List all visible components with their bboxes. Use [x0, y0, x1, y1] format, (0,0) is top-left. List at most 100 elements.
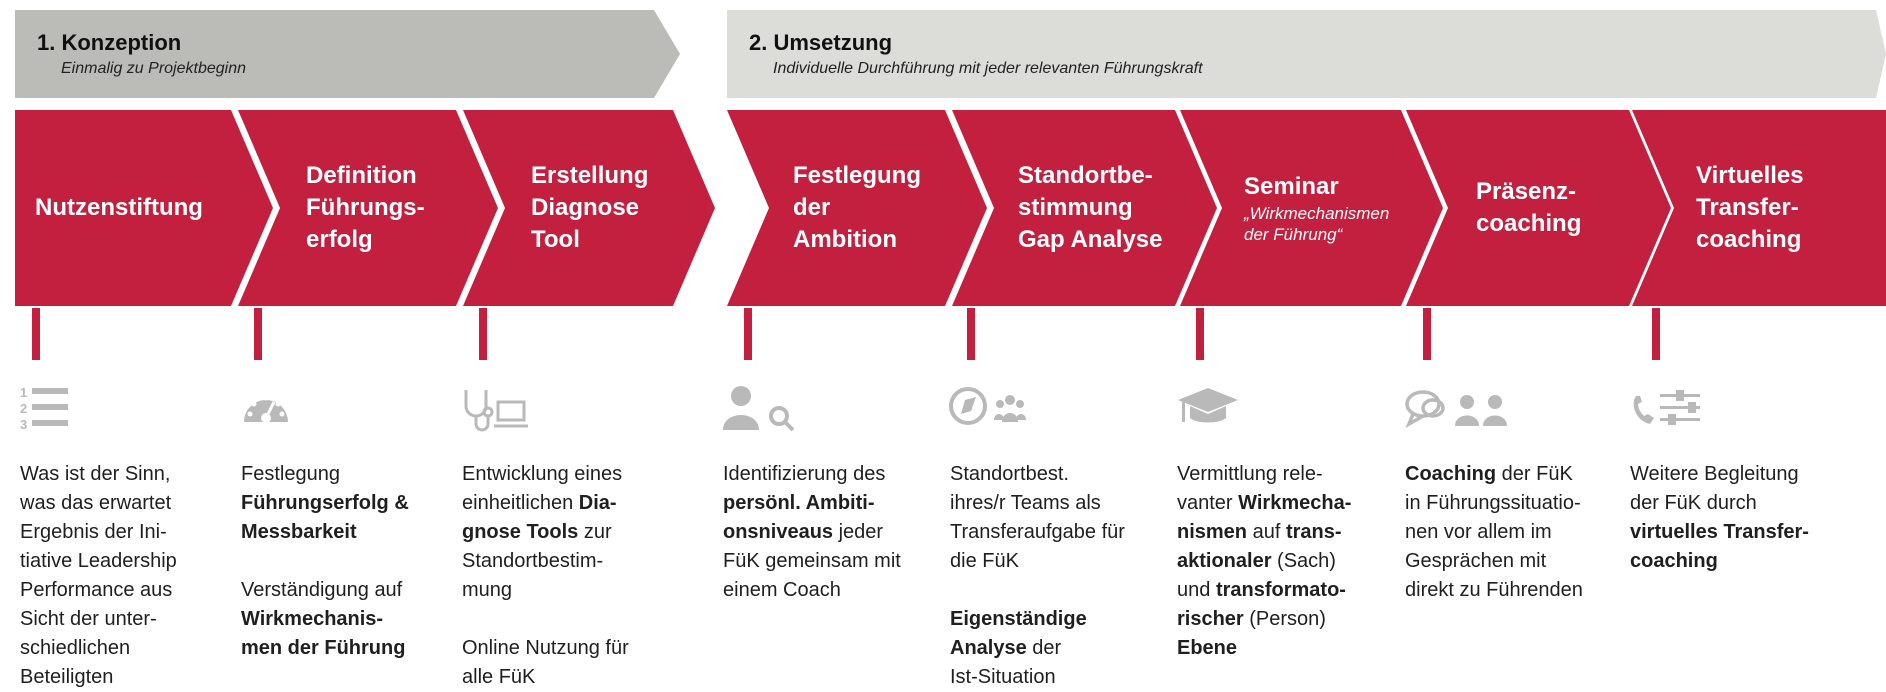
chevron-definition: Definition Führungs- erfolg [238, 110, 498, 306]
description-line: Wirkmechanis- [241, 608, 384, 630]
description-line: onsniveaus jeder [723, 521, 884, 543]
chevron-nutzenstiftung: Nutzenstiftung [15, 110, 273, 306]
svg-text:1: 1 [20, 385, 27, 400]
phone-sliders-icon [1633, 390, 1700, 425]
connector-line [254, 308, 262, 360]
description-line: tiative Leadership [20, 550, 177, 572]
user-search-icon [723, 386, 795, 432]
chevron-label-line: Gap Analyse [1018, 226, 1163, 253]
chevron-label-line: Diagnose [531, 194, 640, 221]
phase-banner-konzeption: 1. Konzeption Einmalig zu Projektbeginn [15, 10, 680, 98]
chevron-label-line: erfolg [306, 226, 373, 253]
description-line: Standortbestim- [462, 550, 604, 572]
chevron-label-line: Führungs- [306, 194, 425, 221]
connector-line [967, 308, 975, 360]
description-line: Ebene [1177, 637, 1238, 659]
description-line: mung [462, 579, 513, 601]
chevron-label: Standortbe- stimmung Gap Analyse [1018, 160, 1163, 256]
description-line: men der Führung [241, 637, 406, 659]
description-line: Weitere Begleitung [1630, 463, 1799, 485]
compass-team-icon [949, 387, 1026, 425]
description-line: schiedlichen [20, 637, 131, 659]
chevron-label-line: Ambition [793, 226, 897, 253]
description-line: Was ist der Sinn, [20, 463, 171, 485]
numbered-list-icon: 1 2 3 [20, 385, 68, 432]
chevron-label: Virtuelles Transfer- coaching [1696, 160, 1804, 256]
description-line: Sicht der unter- [20, 608, 157, 630]
chevron-label-line: coaching [1696, 226, 1802, 253]
chevron-label-line: coaching [1476, 210, 1582, 237]
description-line: einem Coach [723, 579, 841, 601]
chevron-standortbestimmung: Standortbe- stimmung Gap Analyse [952, 110, 1217, 306]
description-line: der FüK durch [1630, 492, 1757, 514]
chevron-label-line: Transfer- [1696, 194, 1799, 221]
description-line: Coaching der FüK [1405, 463, 1573, 485]
step-description-festlegung: Identifizierung des persönl. Ambiti-onsni… [723, 460, 901, 605]
description-line: ihres/r Teams als [950, 492, 1101, 514]
connector-line [1196, 308, 1204, 360]
description-line: Beteiligten [20, 666, 114, 688]
chevron-label-line: Erstellung [531, 162, 649, 189]
description-line: Messbarkeit [241, 521, 357, 543]
description-line: Ergebnis der Ini- [20, 521, 167, 543]
description-line [950, 576, 1125, 605]
phase-subtitle: Einmalig zu Projektbeginn [61, 60, 246, 77]
connector-line [744, 308, 752, 360]
chevron-label: Nutzenstiftung [35, 192, 203, 224]
description-line: persönl. Ambiti- [723, 492, 875, 514]
description-line: Ist-Situation [950, 666, 1056, 688]
description-line: Eigenständige [950, 608, 1087, 630]
description-line: aktionaler (Sach) [1177, 550, 1336, 572]
description-line: FüK gemeinsam mit [723, 550, 901, 572]
description-line: coaching [1630, 550, 1718, 572]
description-line: Führungserfolg & [241, 492, 409, 514]
connector-line [1652, 308, 1660, 360]
description-line: Verständigung auf [241, 579, 403, 601]
description-line: Standortbest. [950, 463, 1069, 485]
chevron-label: Definition Führungs- erfolg [306, 160, 425, 256]
chevron-label-line: Festlegung [793, 162, 922, 189]
step-description-praesenzcoaching: Coaching der FüK in Führungssituatio-nen … [1405, 460, 1583, 605]
chevron-label-line: Standortbe- [1018, 162, 1153, 189]
description-line: virtuelles Transfer- [1630, 521, 1809, 543]
chevron-label: Erstellung Diagnose Tool [531, 160, 648, 256]
description-line: nen vor allem im [1405, 521, 1552, 543]
description-line: direkt zu Führenden [1405, 579, 1583, 601]
chevron-label-line: der [793, 194, 831, 221]
chevron-label-line: Seminar [1244, 173, 1339, 200]
chevron-sublabel: der Führung“ [1244, 225, 1343, 244]
description-line: gnose Tools zur [462, 521, 612, 543]
description-line: einheitlichen Dia- [462, 492, 617, 514]
description-line [462, 605, 629, 634]
connector-line [1423, 308, 1431, 360]
stethoscope-laptop-icon [464, 390, 528, 432]
chevron-label-line: Virtuelles [1696, 162, 1804, 189]
description-line: Online Nutzung für [462, 637, 629, 659]
description-line: Transferaufgabe für [950, 521, 1125, 543]
description-line: Identifizierung des [723, 463, 886, 485]
description-line: was das erwartet [20, 492, 172, 514]
phase-banner-umsetzung: 2. Umsetzung Individuelle Durchführung m… [727, 10, 1886, 98]
chevron-label: Festlegung der Ambition [793, 160, 921, 256]
chat-people-icon [1405, 390, 1507, 429]
step-description-seminar: Vermittlung rele-vanter Wirkmecha-nismen… [1177, 460, 1351, 663]
chevron-festlegung: Festlegung der Ambition [727, 110, 987, 306]
phase-title: 2. Umsetzung [749, 30, 893, 55]
description-line: Festlegung [241, 463, 340, 485]
description-line: rischer (Person) [1177, 608, 1326, 630]
chevron-praesenzcoaching: Präsenz- coaching [1406, 110, 1671, 306]
connector-line [32, 308, 40, 360]
chevron-label-line: Präsenz- [1476, 178, 1577, 205]
svg-text:3: 3 [20, 417, 27, 432]
graduation-cap-icon [1178, 388, 1238, 423]
chevron-seminar: Seminar „Wirkmechanismen der Führung“ [1180, 110, 1443, 306]
step-description-virtuelles-transfercoaching: Weitere Begleitung der FüK durch virtuelle… [1630, 460, 1809, 576]
description-line: in Führungssituatio- [1405, 492, 1581, 514]
phase-title: 1. Konzeption [37, 30, 182, 55]
description-line: alle FüK [462, 666, 536, 688]
description-line: nismen auf trans- [1177, 521, 1342, 543]
